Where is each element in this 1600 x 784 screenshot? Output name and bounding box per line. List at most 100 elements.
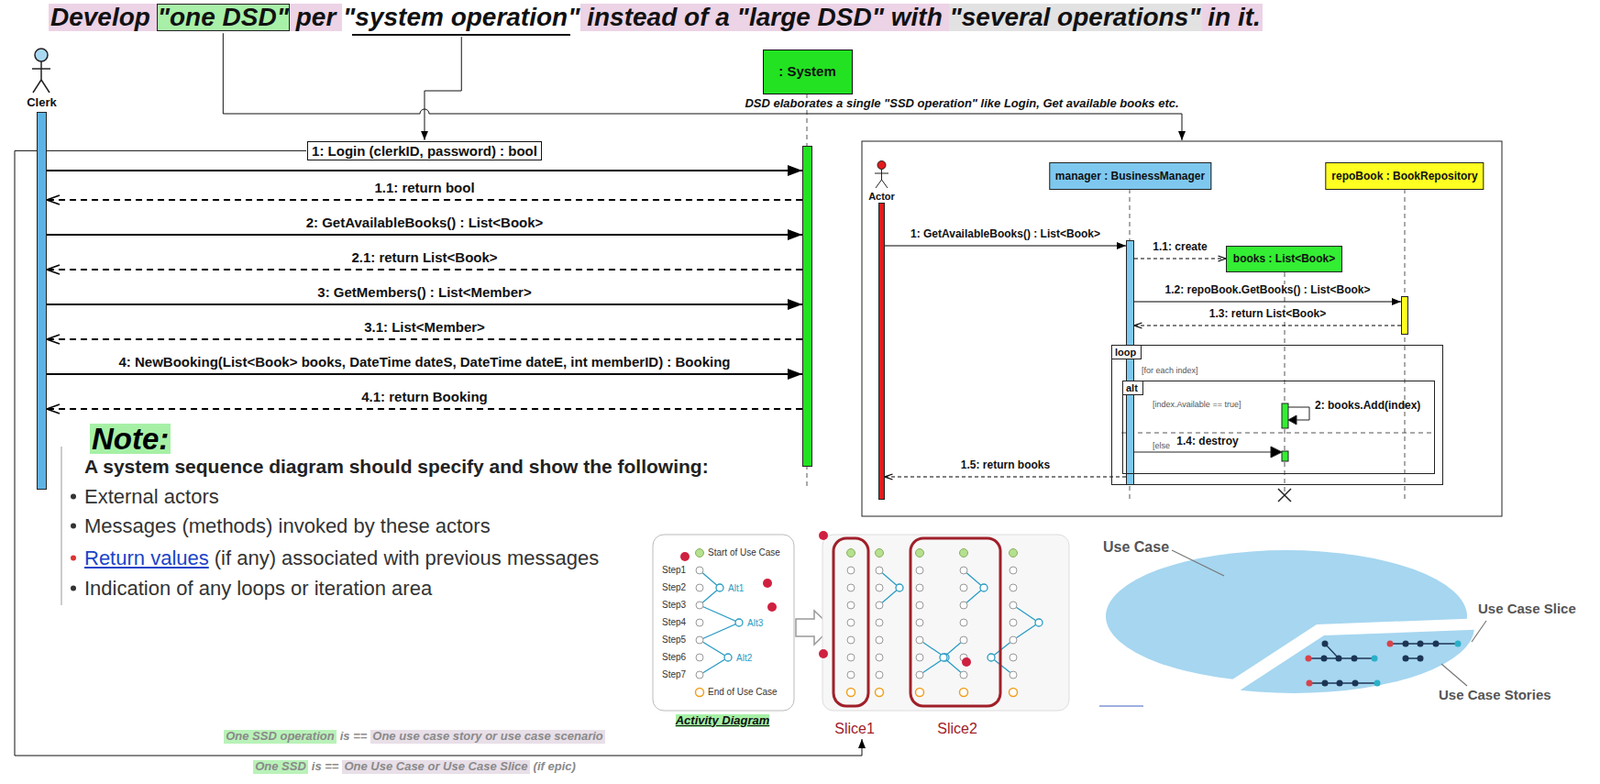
message-arrow	[1134, 301, 1402, 303]
illustration-shape	[1433, 640, 1440, 648]
activity-illustration	[680, 530, 1043, 707]
node-text: alt	[1123, 381, 1144, 396]
illustration-shape	[680, 551, 690, 562]
callout-text: DSD elaborates a single "SSD operation" …	[744, 97, 1179, 111]
illustration-shape	[716, 584, 724, 592]
title-underline	[352, 33, 571, 36]
illustration-shape	[1009, 549, 1018, 558]
step-label: Step2	[662, 582, 686, 594]
node-text: [index.Available == true]	[1152, 399, 1241, 409]
bullet-text: External actors	[84, 485, 220, 508]
message-label: 1.4: destroy	[1174, 435, 1240, 449]
illustration-shape	[847, 636, 855, 644]
illustration-shape	[33, 79, 42, 93]
illustration-shape	[1402, 655, 1410, 663]
illustration-shape	[915, 549, 925, 558]
illustration-shape	[1288, 415, 1297, 425]
title: Develop "one DSD" per "system operation"…	[50, 2, 1261, 33]
illustration-shape	[960, 636, 968, 644]
combined-fragment: alt[index.Available == true][else	[1122, 380, 1435, 475]
illustration-shape	[875, 671, 883, 679]
node-text: [for each index]	[1141, 365, 1199, 376]
illustration-shape	[895, 584, 904, 592]
illustration-shape	[762, 578, 773, 588]
actor-figures	[32, 48, 889, 188]
illustration-shape	[847, 601, 855, 609]
illustration-shape	[1417, 640, 1424, 648]
message-label: 2.1: return List<Book>	[349, 249, 499, 265]
illustration-shape	[1009, 618, 1017, 627]
equivalence-text: is ==	[340, 729, 368, 744]
message-label: 1: Login (clerkID, password) : bool	[307, 141, 542, 161]
message-arrow	[46, 169, 803, 172]
message-label: 2: GetAvailableBooks() : List<Book>	[304, 214, 546, 231]
illustration-shape	[1113, 561, 1475, 694]
message-label: 1.5: return books	[959, 459, 1052, 473]
activation-bar: Actor	[878, 202, 885, 500]
illustration-shape	[915, 601, 924, 609]
equivalence-text: One Use Case or Use Case Slice	[342, 760, 530, 774]
message-label: 1: GetAvailableBooks() : List<Book>	[908, 228, 1103, 242]
text-row: Return values(if any) associated with pr…	[84, 546, 599, 570]
illustration-shape	[910, 538, 1001, 707]
illustration-shape	[1278, 488, 1292, 502]
illustration-shape	[1009, 636, 1017, 644]
node-text: repoBook : BookRepository	[1324, 162, 1484, 190]
step-label: Step3	[662, 599, 686, 611]
illustration-shape	[875, 549, 884, 558]
message-arrow	[46, 373, 803, 376]
illustration-shape	[980, 584, 988, 592]
link-text: Return values	[84, 546, 210, 570]
illustration-shape	[1387, 640, 1394, 648]
dsd-frame	[861, 141, 1502, 517]
message-label: 4.1: return Booking	[359, 388, 490, 405]
message-label: 4: NewBooking(List<Book> books, DateTime…	[116, 353, 732, 370]
illustration-shape	[695, 653, 704, 662]
illustration-shape	[1390, 642, 1458, 645]
message-arrow	[46, 198, 803, 201]
illustration-shape	[1284, 272, 1286, 496]
illustration-shape	[1455, 640, 1462, 648]
illustration-shape	[847, 653, 855, 662]
illustration-shape	[875, 601, 883, 609]
text-row: One SSDis ==One Use Case or Use Case Sli…	[253, 760, 576, 774]
illustration-shape	[1306, 680, 1314, 687]
illustration-shape	[695, 618, 704, 627]
activation-bar: manager : BusinessManager	[1125, 240, 1135, 486]
illustration-shape	[1305, 655, 1313, 663]
message-arrow	[46, 303, 803, 306]
message-label: 2: books.Add(index)	[1314, 399, 1421, 413]
step-label: Step5	[662, 634, 686, 646]
illustration-shape	[1099, 705, 1144, 707]
illustration-shape	[960, 688, 969, 697]
message-arrow	[884, 245, 1126, 247]
illustration-shape	[32, 67, 51, 70]
illustration-shape	[915, 688, 925, 697]
illustration-shape	[847, 618, 855, 627]
activity-panels	[652, 534, 1070, 711]
illustration-shape	[915, 636, 924, 644]
equivalence-text: One use case story or use case scenario	[370, 729, 605, 744]
title-block: Develop "one DSD" per "system operation"…	[0, 0, 1600, 46]
illustration-shape	[847, 566, 855, 574]
illustration-shape	[874, 173, 889, 175]
illustration-shape	[695, 601, 704, 609]
illustration-shape	[1417, 655, 1424, 663]
illustration-shape	[1009, 566, 1017, 574]
activation-bar: repoBook : BookRepository	[1401, 296, 1409, 335]
message-arrow	[46, 408, 803, 410]
illustration-shape	[60, 446, 63, 606]
node-text: : System	[762, 49, 853, 95]
illustration-shape	[34, 48, 48, 62]
illustration-shape	[767, 602, 777, 612]
illustration-shape	[961, 657, 972, 667]
message-arrow	[46, 338, 803, 341]
step-label: Step1	[662, 564, 686, 576]
callout-label: Use Case	[1103, 539, 1170, 556]
equivalence-text: One SSD operation	[223, 729, 336, 744]
illustration-shape	[1471, 620, 1487, 642]
node-text: Actor	[868, 190, 895, 203]
illustration-shape	[1322, 680, 1329, 687]
